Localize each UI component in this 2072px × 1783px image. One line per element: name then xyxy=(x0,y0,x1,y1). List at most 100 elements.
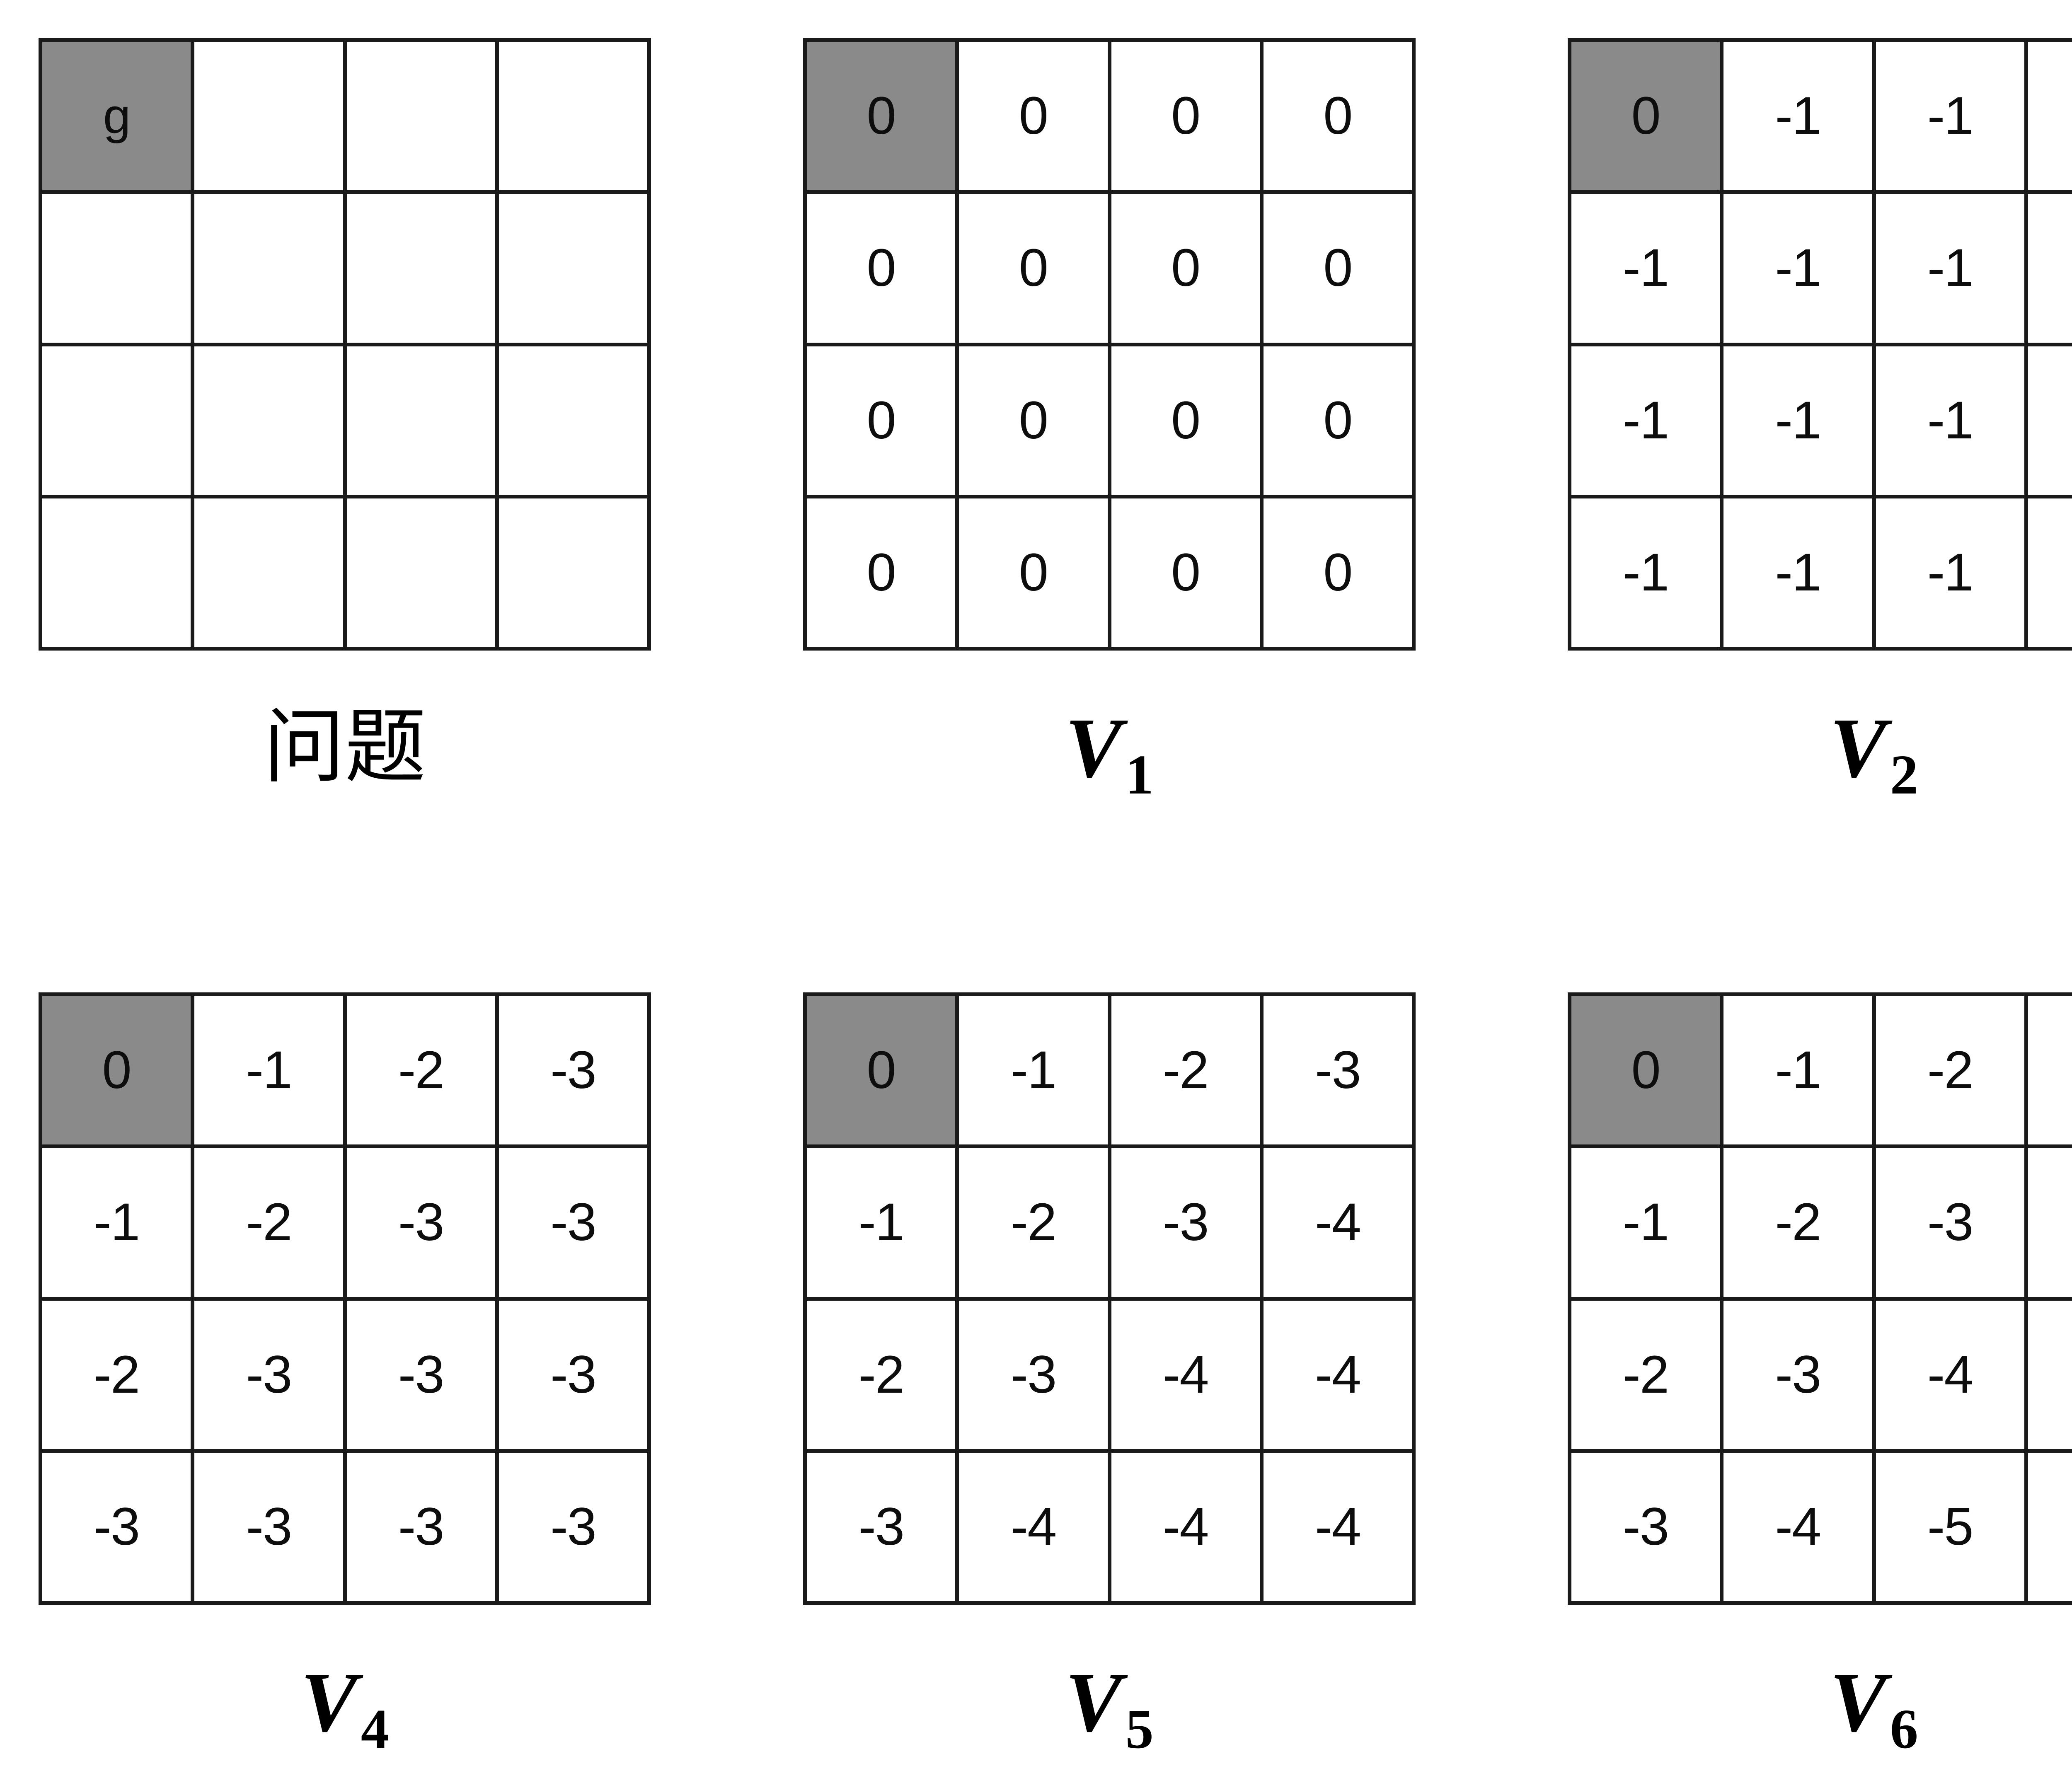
grid-cell: 0 xyxy=(1263,498,1416,651)
caption-symbol: V xyxy=(1065,700,1122,795)
grid-cell: -1 xyxy=(1571,498,1724,651)
grid-cell: -4 xyxy=(2028,1148,2072,1301)
grid-cell xyxy=(346,194,499,346)
grid-cell: -5 xyxy=(1876,1452,2028,1605)
grid-cell: -1 xyxy=(1723,42,1876,194)
grid-cell: 0 xyxy=(959,194,1111,346)
grid-cell: -1 xyxy=(1571,346,1724,498)
caption-subscript: 4 xyxy=(361,1698,389,1760)
grid-cell: 0 xyxy=(959,42,1111,194)
panel-v5: 0-1-2-3-1-2-3-4-2-3-4-4-3-4-4-4 V5 xyxy=(803,992,1416,1760)
grid-cell: -1 xyxy=(1876,346,2028,498)
panel-problem: g 问题 xyxy=(39,38,651,802)
caption-symbol: V xyxy=(1830,700,1887,795)
grid-cell: -2 xyxy=(346,996,499,1149)
grid-cell: -3 xyxy=(499,1148,651,1301)
grid-cell-shaded: g xyxy=(42,42,195,194)
grid-cell: -1 xyxy=(1571,194,1724,346)
grid-cell xyxy=(194,42,347,194)
grid-cell-shaded: 0 xyxy=(1571,996,1724,1149)
grid-cell: -3 xyxy=(499,996,651,1149)
grid-cell-shaded: 0 xyxy=(807,996,959,1149)
grid-cell: -2 xyxy=(959,1148,1111,1301)
grid-cell xyxy=(194,194,347,346)
grid-cell xyxy=(42,346,195,498)
caption-symbol: V xyxy=(300,1655,358,1749)
grid-v4: 0-1-2-3-1-2-3-3-2-3-3-3-3-3-3-3 xyxy=(39,992,651,1605)
grid-cell: -2 xyxy=(1571,1300,1724,1453)
grid-cell: 0 xyxy=(1111,194,1264,346)
grid-cell: 0 xyxy=(807,498,959,651)
grid-cell: -3 xyxy=(1723,1300,1876,1453)
grid-cell: -3 xyxy=(1263,996,1416,1149)
caption-v2: V2 xyxy=(1568,694,2072,806)
grid-cell: 0 xyxy=(959,498,1111,651)
grid-cell: -4 xyxy=(1723,1452,1876,1605)
grid-cell: -1 xyxy=(2028,42,2072,194)
caption-v4: V4 xyxy=(39,1648,651,1760)
grid-cell: 0 xyxy=(807,194,959,346)
grid-cell xyxy=(194,346,347,498)
caption-symbol: V xyxy=(1065,1655,1122,1749)
grid-cell: -1 xyxy=(2028,346,2072,498)
grid-cell: -3 xyxy=(1571,1452,1724,1605)
caption-v6: V6 xyxy=(1568,1648,2072,1760)
grid-cell: 0 xyxy=(1111,42,1264,194)
grid-cell: -2 xyxy=(1876,996,2028,1149)
grid-cell: 0 xyxy=(1263,42,1416,194)
grid-cell: -3 xyxy=(346,1452,499,1605)
grid-v6: 0-1-2-3-1-2-3-4-2-3-4-5-3-4-5-5 xyxy=(1568,992,2072,1605)
grid-cell: -3 xyxy=(346,1300,499,1453)
grid-cell xyxy=(42,194,195,346)
grid-cell: 0 xyxy=(807,346,959,498)
grid-cell: -5 xyxy=(2028,1452,2072,1605)
grid-cell: -3 xyxy=(1876,1148,2028,1301)
grid-cell xyxy=(346,42,499,194)
caption-subscript: 2 xyxy=(1890,743,1918,806)
grid-cell-shaded: 0 xyxy=(42,996,195,1149)
grid-cell: 0 xyxy=(1111,346,1264,498)
caption-subscript: 5 xyxy=(1125,1698,1154,1760)
panel-v2: 0-1-1-1-1-1-1-1-1-1-1-1-1-1-1-1 V2 xyxy=(1568,38,2072,806)
grid-cell xyxy=(194,498,347,651)
panel-v4: 0-1-2-3-1-2-3-3-2-3-3-3-3-3-3-3 V4 xyxy=(39,992,651,1760)
caption-subscript: 1 xyxy=(1125,743,1154,806)
panel-v6: 0-1-2-3-1-2-3-4-2-3-4-5-3-4-5-5 V6 xyxy=(1568,992,2072,1760)
grid-cell: 0 xyxy=(1263,194,1416,346)
grid-cell: -1 xyxy=(1723,996,1876,1149)
grid-v2: 0-1-1-1-1-1-1-1-1-1-1-1-1-1-1-1 xyxy=(1568,38,2072,651)
grid-cell-shaded: 0 xyxy=(1571,42,1724,194)
grid-cell: -1 xyxy=(1723,498,1876,651)
grid-cell: -3 xyxy=(2028,996,2072,1149)
grid-cell: -1 xyxy=(1876,42,2028,194)
grid-cell: -1 xyxy=(1876,498,2028,651)
caption-v5: V5 xyxy=(803,1648,1416,1760)
grid-cell xyxy=(499,42,651,194)
grid-cell xyxy=(346,498,499,651)
grid-cell: -3 xyxy=(42,1452,195,1605)
grid-cell: -1 xyxy=(1571,1148,1724,1301)
grid-cell: -1 xyxy=(2028,194,2072,346)
grid-cell: -3 xyxy=(959,1300,1111,1453)
grid-cell xyxy=(499,194,651,346)
grid-cell: -3 xyxy=(194,1300,347,1453)
grid-cell: -1 xyxy=(959,996,1111,1149)
grid-cell: -4 xyxy=(1263,1452,1416,1605)
grid-cell: -5 xyxy=(2028,1300,2072,1453)
grid-cell: 0 xyxy=(959,346,1111,498)
grid-cell: -4 xyxy=(1111,1452,1264,1605)
grid-cell: -4 xyxy=(1111,1300,1264,1453)
grid-cell: -1 xyxy=(1723,346,1876,498)
caption-v1: V1 xyxy=(803,694,1416,806)
grid-cell: -3 xyxy=(499,1300,651,1453)
grid-cell: -1 xyxy=(1723,194,1876,346)
grid-cell: -4 xyxy=(1263,1300,1416,1453)
grid-cell: -2 xyxy=(1111,996,1264,1149)
grid-cell: -1 xyxy=(42,1148,195,1301)
grid-cell: 0 xyxy=(1111,498,1264,651)
grid-cell xyxy=(346,346,499,498)
grid-cell xyxy=(499,346,651,498)
grid-cell: -1 xyxy=(807,1148,959,1301)
